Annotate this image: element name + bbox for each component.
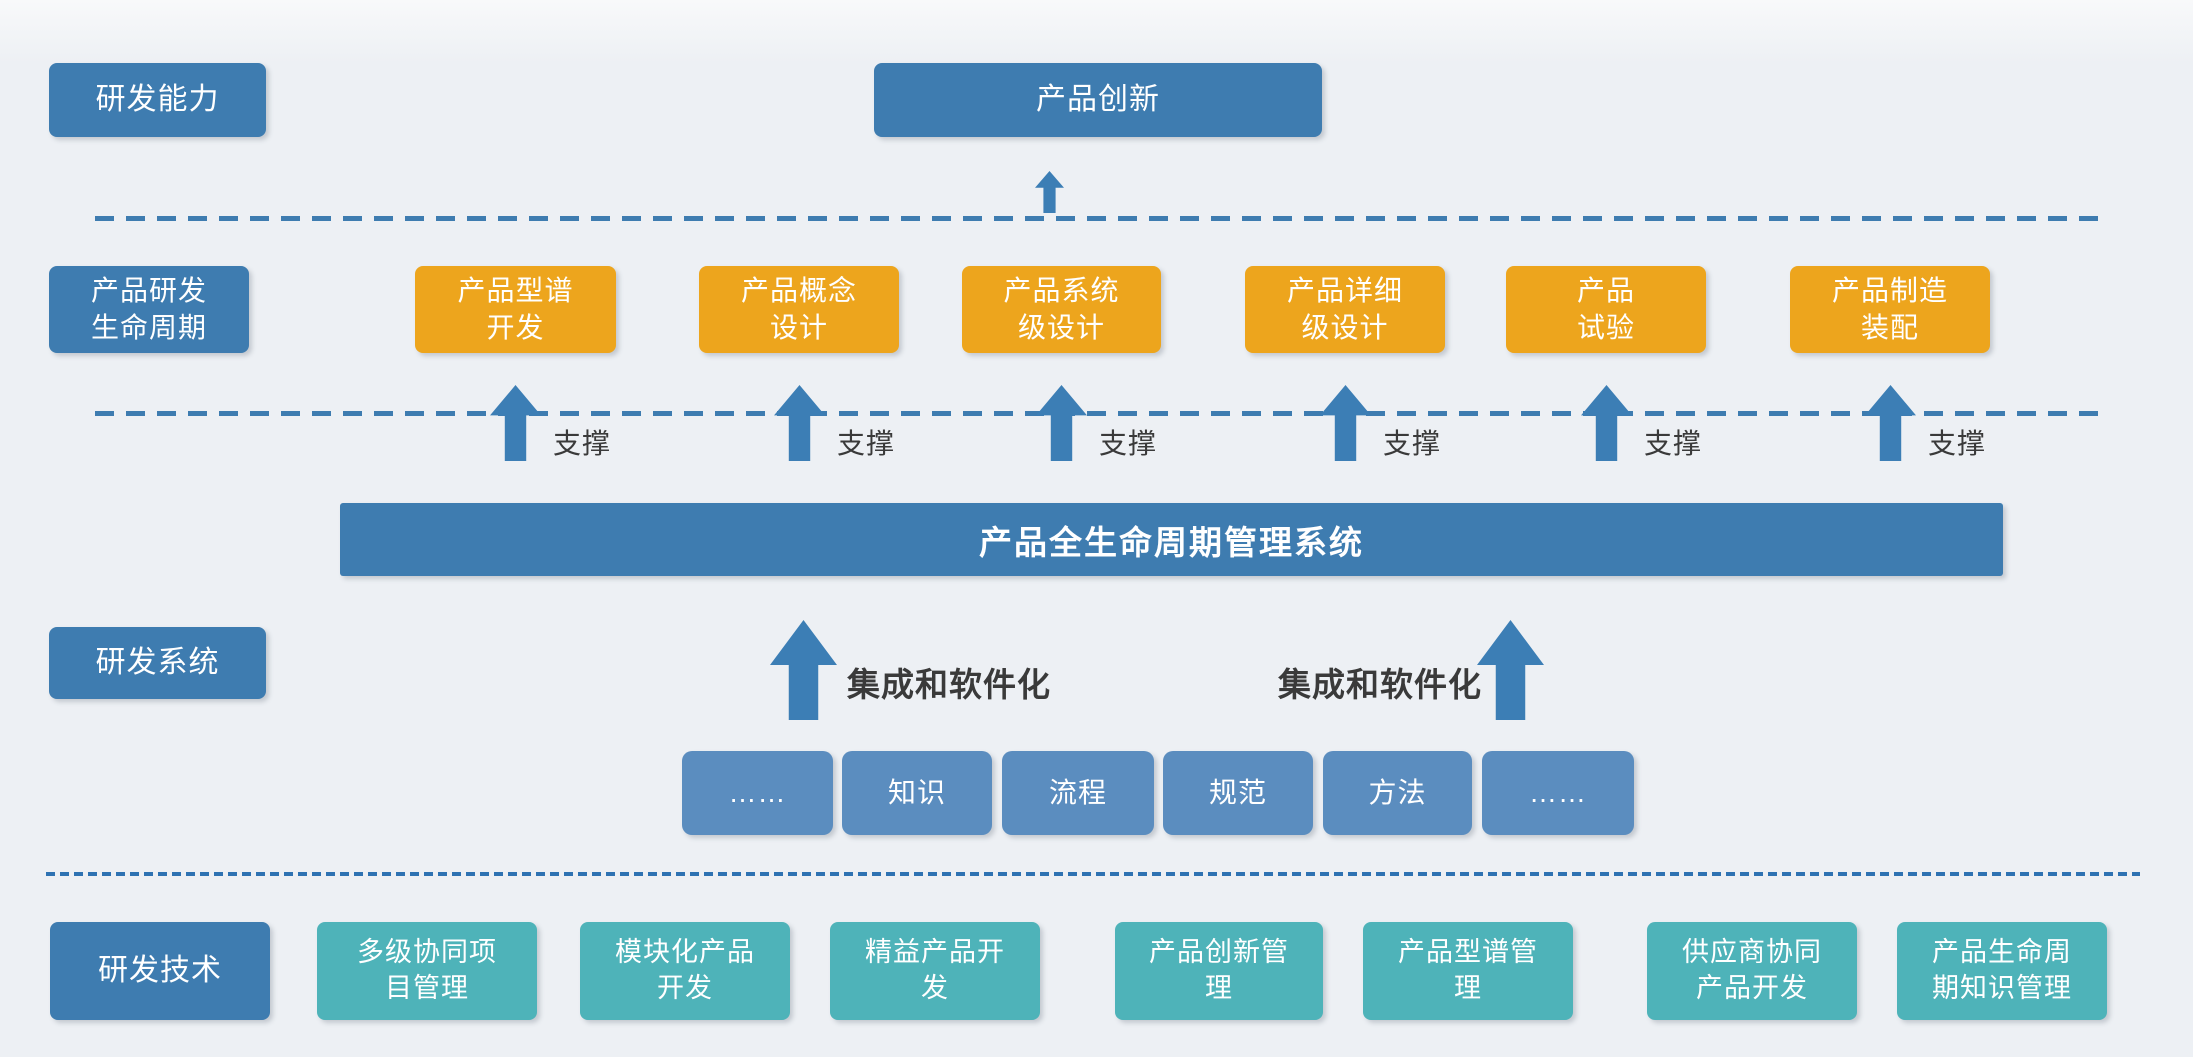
support-label: 支撑 [553, 428, 612, 459]
element-box-process: 流程 [1002, 751, 1154, 835]
support-label: 支撑 [1644, 428, 1703, 459]
integration-label: 集成和软件化 [847, 666, 1051, 703]
stage-box-manufacturing-assembly: 产品制造 装配 [1790, 266, 1990, 353]
lifecycle-label-box: 产品研发 生命周期 [49, 266, 249, 353]
support-arrow-icon [490, 385, 541, 461]
integration-label: 集成和软件化 [1278, 666, 1482, 703]
support-arrow-icon [1581, 385, 1632, 461]
element-box-standard: 规范 [1163, 751, 1313, 835]
system-label-box: 研发系统 [49, 627, 266, 699]
tech-box-multilevel-collaborative-project-management: 多级协同项 目管理 [317, 922, 537, 1020]
support-arrow-icon [774, 385, 825, 461]
technology-label-box: 研发技术 [50, 922, 270, 1020]
element-box-ellipsis: …… [1482, 751, 1634, 835]
lifecycle-divider-dashed-line [95, 411, 2098, 416]
plm-system-bar: 产品全生命周期管理系统 [340, 503, 2003, 576]
element-box-ellipsis: …… [682, 751, 833, 835]
stage-box-spectrum-development: 产品型谱 开发 [415, 266, 616, 353]
tech-box-lean-product-development: 精益产品开 发 [830, 922, 1040, 1020]
innovation-box: 产品创新 [874, 63, 1322, 137]
stage-box-testing: 产品 试验 [1506, 266, 1706, 353]
tech-box-product-spectrum-management: 产品型谱管 理 [1363, 922, 1573, 1020]
stage-box-system-design: 产品系统 级设计 [962, 266, 1161, 353]
support-label: 支撑 [1928, 428, 1987, 459]
support-arrow-icon [1320, 385, 1371, 461]
support-label: 支撑 [1383, 428, 1442, 459]
tech-box-supplier-collaborative-product-development: 供应商协同 产品开发 [1647, 922, 1857, 1020]
element-box-method: 方法 [1323, 751, 1472, 835]
integration-arrow-icon [770, 620, 837, 720]
support-label: 支撑 [837, 428, 896, 459]
tech-box-product-lifecycle-knowledge-management: 产品生命周 期知识管理 [1897, 922, 2107, 1020]
tech-box-modular-product-development: 模块化产品 开发 [580, 922, 790, 1020]
stage-box-detailed-design: 产品详细 级设计 [1245, 266, 1445, 353]
tech-box-product-innovation-management: 产品创新管 理 [1115, 922, 1323, 1020]
element-box-knowledge: 知识 [842, 751, 992, 835]
support-label: 支撑 [1099, 428, 1158, 459]
innovation-arrow-icon [1035, 171, 1064, 213]
support-arrow-icon [1036, 385, 1087, 461]
technology-divider-dotted-line [46, 872, 2140, 876]
capability-label-box: 研发能力 [49, 63, 266, 137]
integration-arrow-icon [1477, 620, 1544, 720]
support-arrow-icon [1865, 385, 1916, 461]
capability-divider-dashed-line [95, 216, 2098, 221]
stage-box-concept-design: 产品概念 设计 [699, 266, 899, 353]
